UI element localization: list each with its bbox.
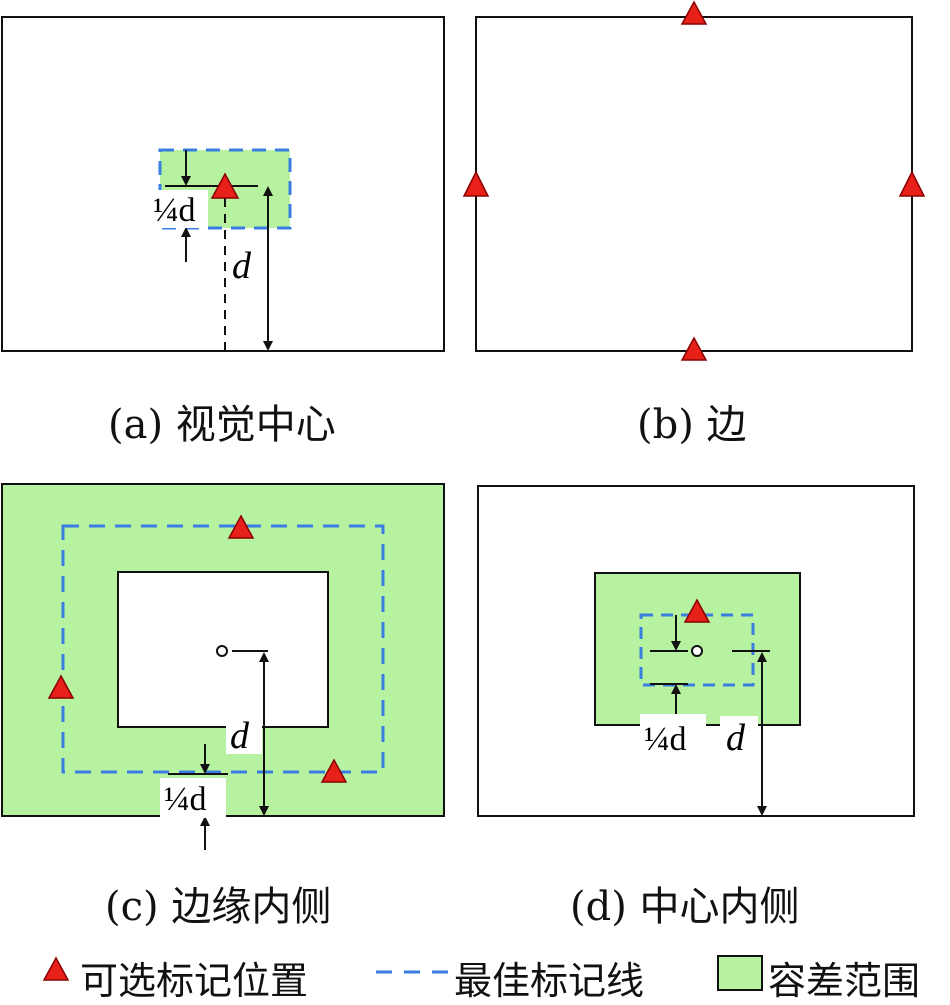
panel-a: ¼d d	[1, 16, 445, 352]
panel-a-quarter-label: ¼d	[153, 192, 196, 229]
legend-area-label: 容差范围	[768, 959, 921, 1003]
panel-d-marker-icon	[683, 598, 711, 623]
panel-a-d-bg	[226, 240, 266, 284]
panel-b-marker-right-icon	[898, 170, 926, 197]
panel-d-d-bg	[720, 716, 758, 756]
panel-b-frame	[475, 16, 913, 352]
legend-line-label: 最佳标记线	[454, 959, 645, 1003]
panel-c-d-bg	[226, 718, 262, 754]
panel-a-quarter-bg	[152, 190, 208, 228]
panel-d-quarter-bg	[640, 714, 706, 756]
panel-b-marker-bottom-icon	[680, 336, 708, 361]
panel-c-best-line	[61, 524, 385, 774]
legend-marker-label: 可选标记位置	[80, 959, 309, 1003]
panel-c-quarter-label: ¼d	[164, 781, 207, 818]
panel-c-quarter-bg	[160, 778, 226, 818]
panel-b-marker-top-icon	[680, 0, 708, 25]
panel-b-marker-left-icon	[462, 170, 490, 197]
panel-c-marker-right-icon	[320, 758, 348, 783]
panel-d-center-dot	[691, 645, 703, 657]
panel-c-center-dot	[216, 645, 228, 657]
panel-d: ¼d d	[477, 485, 915, 817]
panel-c: d ¼d	[1, 483, 445, 850]
panel-b	[462, 0, 926, 361]
panel-c-marker-left-icon	[47, 674, 75, 699]
caption-c: (c) 边缘内侧	[105, 884, 332, 930]
panel-c-d-label: d	[230, 715, 250, 757]
legend-area-swatch-icon	[717, 955, 763, 991]
panel-a-marker-icon	[210, 172, 240, 199]
panel-c-marker-top-icon	[227, 514, 255, 539]
caption-d: (d) 中心内侧	[570, 884, 800, 930]
panel-a-d-label: d	[232, 245, 252, 287]
panel-a-best-line	[158, 148, 292, 230]
legend-marker-icon	[42, 956, 70, 981]
panel-d-d-label: d	[726, 717, 746, 759]
panel-d-quarter-label: ¼d	[644, 721, 687, 758]
caption-a: (a) 视觉中心	[108, 402, 336, 448]
caption-b: (b) 边	[637, 402, 747, 448]
